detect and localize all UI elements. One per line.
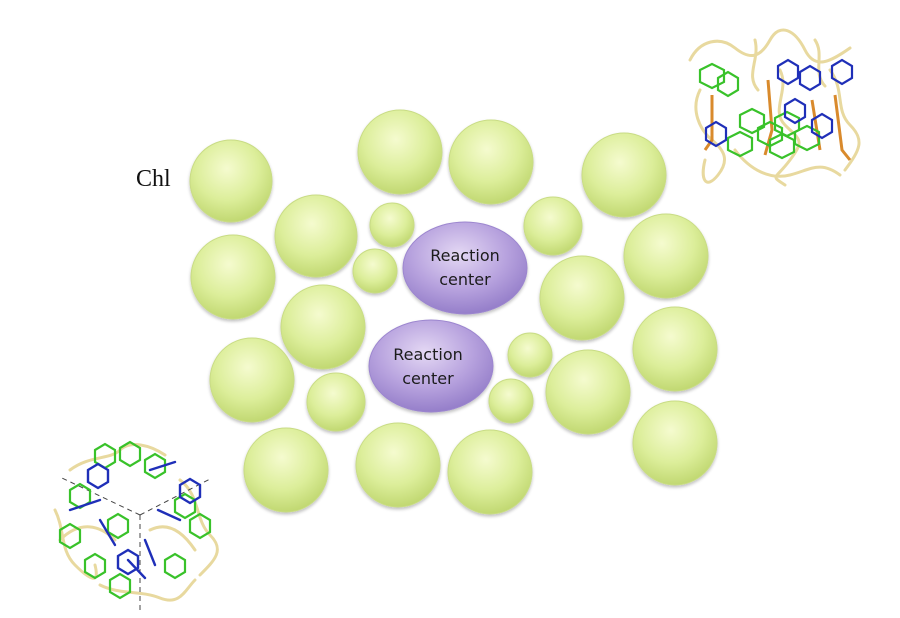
protein-structure-bottom-left-icon xyxy=(53,440,219,612)
chl-circle xyxy=(507,332,553,378)
chl-circle xyxy=(581,132,667,218)
reaction-center-1-line1: Reaction xyxy=(430,246,500,265)
chl-circle xyxy=(488,378,534,424)
chl-circle xyxy=(632,306,718,392)
reaction-center-2-line2: center xyxy=(402,369,454,388)
chl-circle xyxy=(352,248,398,294)
reaction-center-2: Reaction center xyxy=(368,319,494,413)
chl-circle xyxy=(447,429,533,515)
reaction-center-1-line2: center xyxy=(439,270,491,289)
chl-circle xyxy=(355,422,441,508)
chl-circle xyxy=(280,284,366,370)
chl-circle xyxy=(539,255,625,341)
reaction-center-1: Reaction center xyxy=(402,221,528,315)
chl-circle xyxy=(369,202,415,248)
chlorophyll-circles xyxy=(189,109,718,515)
chl-circle xyxy=(243,427,329,513)
chl-circle xyxy=(632,400,718,486)
chl-circle xyxy=(623,213,709,299)
chl-circle xyxy=(274,194,358,278)
chl-circle xyxy=(545,349,631,435)
chl-circle xyxy=(357,109,443,195)
chl-circle xyxy=(209,337,295,423)
chl-circle xyxy=(306,372,366,432)
chl-circle xyxy=(448,119,534,205)
chl-label: Chl xyxy=(136,166,171,192)
protein-structure-top-right-icon xyxy=(688,28,861,187)
chl-circle xyxy=(190,234,276,320)
chl-circle xyxy=(523,196,583,256)
reaction-centers: Reaction center Reaction center xyxy=(368,221,528,413)
reaction-center-2-line1: Reaction xyxy=(393,345,463,364)
chl-circle xyxy=(189,139,273,223)
